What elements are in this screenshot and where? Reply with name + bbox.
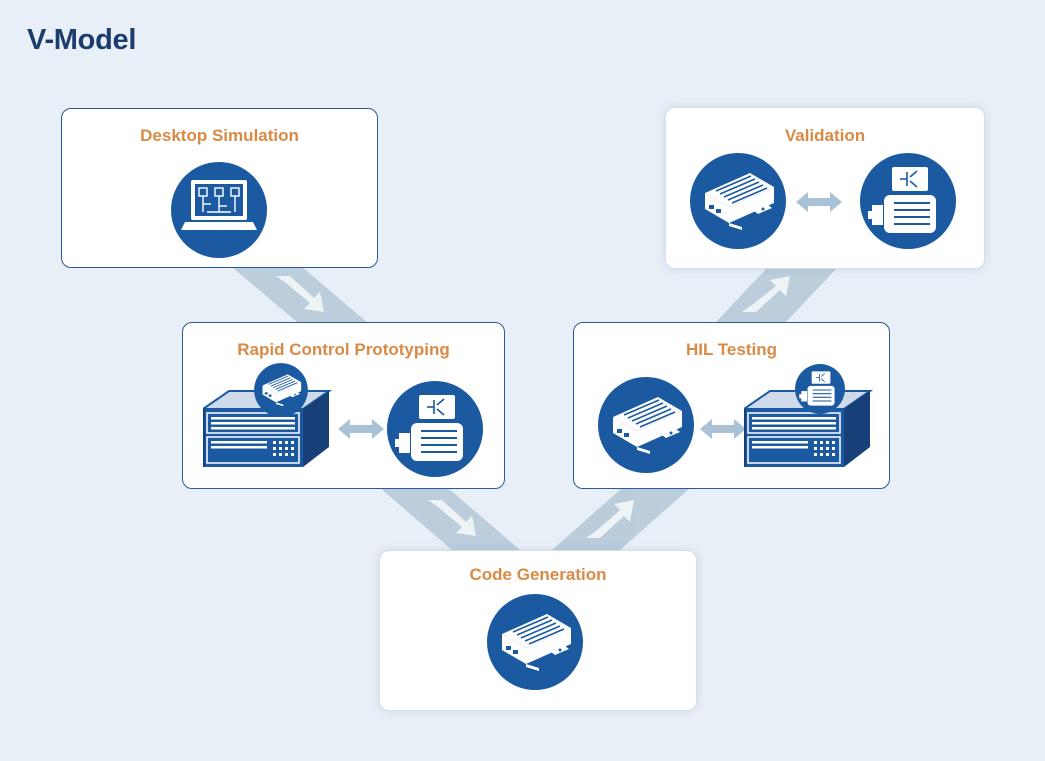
band-hil-to-validation bbox=[715, 267, 838, 323]
stage-label: Code Generation bbox=[469, 565, 607, 584]
motor-icon bbox=[794, 363, 846, 415]
page-title: V-Model bbox=[27, 24, 137, 56]
stage-label: Rapid Control Prototyping bbox=[237, 340, 450, 359]
arrow-up-1 bbox=[586, 500, 634, 538]
stage-validation: Validation bbox=[665, 107, 985, 269]
arrow-down-1 bbox=[276, 276, 324, 312]
arrow-down-2 bbox=[428, 500, 476, 536]
double-arrow-icon bbox=[700, 419, 746, 439]
band-rcp-to-codegen bbox=[380, 488, 520, 550]
stage-desktop-simulation: Desktop Simulation bbox=[61, 108, 378, 268]
stage-label: Desktop Simulation bbox=[140, 126, 299, 145]
band-desktop-to-rcp bbox=[232, 267, 368, 323]
motor-icon bbox=[859, 152, 957, 250]
motor-icon bbox=[386, 380, 484, 478]
band-codegen-to-hil bbox=[552, 488, 690, 550]
stage-code-generation: Code Generation bbox=[379, 550, 697, 711]
stage-hil-testing: HIL Testing bbox=[573, 322, 890, 489]
arrow-up-2 bbox=[742, 276, 790, 312]
double-arrow-icon bbox=[796, 192, 842, 212]
controller-module-icon bbox=[253, 362, 309, 418]
controller-module-icon bbox=[486, 593, 584, 691]
laptop-schematic-icon bbox=[170, 161, 268, 259]
stage-rapid-control-prototyping: Rapid Control Prototyping bbox=[182, 322, 505, 489]
controller-module-icon bbox=[689, 152, 787, 250]
double-arrow-icon bbox=[338, 419, 384, 439]
stage-label: HIL Testing bbox=[686, 340, 777, 359]
controller-module-icon bbox=[597, 376, 695, 474]
stage-label: Validation bbox=[784, 126, 866, 145]
